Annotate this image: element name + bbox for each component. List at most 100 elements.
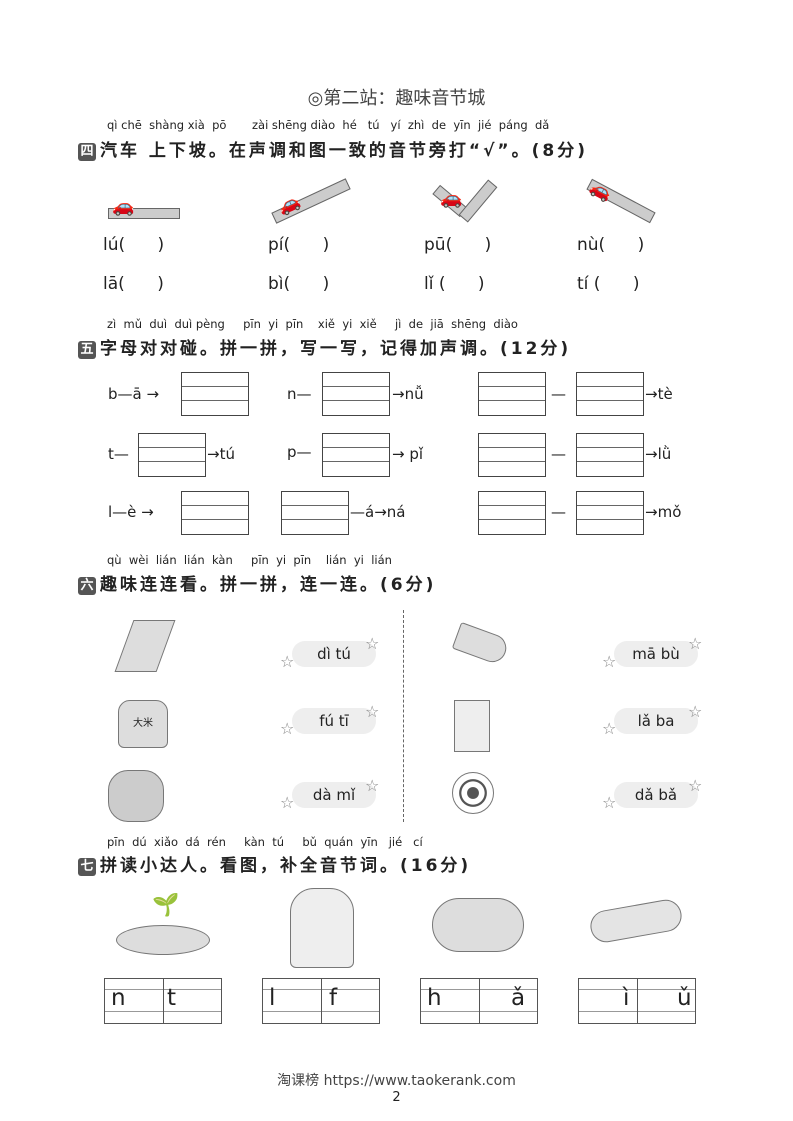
letter: ì [623,985,630,1011]
answer: tú [219,445,235,463]
footer-site: 淘课榜 https://www.taokerank.com [277,1073,516,1089]
option-ti[interactable]: tí ( ) [577,274,640,294]
soil-sprout-icon [116,925,210,955]
target-icon[interactable] [452,772,494,814]
rice-bag-icon[interactable]: 大米 [118,700,168,748]
s4-instruction: 汽车 上下坡。在声调和图一致的音节旁打“√”。(8分) [100,141,588,161]
option-pi[interactable]: pí( ) [268,235,330,255]
letter: ā [132,385,142,403]
star-icon: ☆ [688,702,703,721]
star-icon: ☆ [688,634,703,653]
page-number: 2 [392,1090,401,1105]
father-son-icon [290,888,354,968]
letter: l [108,503,113,521]
answer-box[interactable] [138,433,206,477]
option-li[interactable]: lǐ ( ) [424,274,485,294]
pinyin-card[interactable]: dà mǐ [292,782,376,808]
star-icon: ☆ [602,793,617,812]
pinyin-card[interactable]: dǎ bǎ [614,782,698,808]
car-icon: 🚗 [112,196,135,217]
s5-pinyin: zì mǔ duì duì pèng pīn yi pīn xiě yi xiě… [107,317,518,331]
star-icon: ☆ [602,652,617,671]
letter: p [287,443,297,461]
star-icon: ☆ [365,702,380,721]
s7-instruction: 拼读小达人。看图，补全音节词。(16分) [100,856,472,876]
s7-heading: 七拼读小达人。看图，补全音节词。(16分) [78,851,471,876]
escalator-icon[interactable] [114,620,176,672]
pinyin-card[interactable]: lǎ ba [614,708,698,734]
answer-box[interactable] [322,372,390,416]
s6-heading: 六趣味连连看。拼一拼，连一连。(6分) [78,570,436,595]
page-title: ◎第二站：趣味音节城 [307,88,486,109]
answer: lǜ [657,445,672,463]
letter: á [365,503,375,521]
pinyin-card[interactable]: mā bù [614,641,698,667]
s7-pinyin: pīn dú xiǎo dá rén kàn tú bǔ quán yīn ji… [107,835,423,849]
star-icon: ☆ [602,719,617,738]
letter: b [108,385,118,403]
letter: n [287,385,297,403]
s4-pinyin: qì chē shàng xià pō zài shēng diào hé tú… [107,118,550,132]
letter: h [427,985,442,1011]
section-number-badge: 五 [78,341,96,359]
s5-heading: 五字母对对碰。拼一拼，写一写，记得加声调。(12分) [78,334,571,359]
letter: t [108,445,114,463]
star-icon: ☆ [280,719,295,738]
sprout-icon: 🌱 [152,893,180,918]
answer: ná [386,503,406,521]
answer: mǒ [657,503,682,521]
section-number-badge: 七 [78,858,96,876]
star-icon: ☆ [365,776,380,795]
answer-box[interactable] [576,491,644,535]
option-pu[interactable]: pū( ) [424,235,492,255]
letter: n [111,985,126,1011]
answer-box[interactable] [576,372,644,416]
answer-box[interactable] [181,372,249,416]
option-lu[interactable]: lú( ) [103,235,165,255]
answer-box[interactable] [281,491,349,535]
answer-box[interactable] [478,491,546,535]
section-number-badge: 六 [78,577,96,595]
car-icon: 🚗 [440,188,463,209]
letter: l [269,985,276,1011]
star-icon: ☆ [280,793,295,812]
pinyin-card[interactable]: dì tú [292,641,376,667]
answer: nǚ [404,385,424,403]
s4-heading: 四汽车 上下坡。在声调和图一致的音节旁打“√”。(8分) [78,136,588,161]
s6-instruction: 趣味连连看。拼一拼，连一连。(6分) [100,575,437,595]
letter: t [167,985,177,1011]
pinyin-card[interactable]: fú tī [292,708,376,734]
answer-box[interactable] [478,372,546,416]
answer: tè [657,385,673,403]
divider [403,610,404,822]
star-icon: ☆ [280,652,295,671]
star-icon: ☆ [688,776,703,795]
map-icon[interactable] [108,770,164,822]
answer-box[interactable] [181,491,249,535]
option-nu[interactable]: nù( ) [577,235,645,255]
option-la[interactable]: lā( ) [103,274,164,294]
s5-instruction: 字母对对碰。拼一拼，写一写，记得加声调。(12分) [100,339,572,359]
letter: è [127,503,137,521]
answer: pǐ [409,445,424,463]
flat-road-icon [108,208,180,219]
answer-box[interactable] [478,433,546,477]
star-icon: ☆ [365,634,380,653]
letter: ǔ [677,985,692,1011]
option-bi[interactable]: bì( ) [268,274,330,294]
answer-box[interactable] [322,433,390,477]
letter: ǎ [511,985,526,1011]
towel-icon[interactable] [454,700,490,752]
loudspeaker-icon[interactable] [451,621,511,667]
s6-pinyin: qù wèi lián lián kàn pīn yi pīn lián yi … [107,553,392,567]
section-number-badge: 四 [78,143,96,161]
lizard-icon [587,897,685,945]
valley-road-icon [458,179,498,223]
hippo-icon [432,898,524,952]
answer-box[interactable] [576,433,644,477]
